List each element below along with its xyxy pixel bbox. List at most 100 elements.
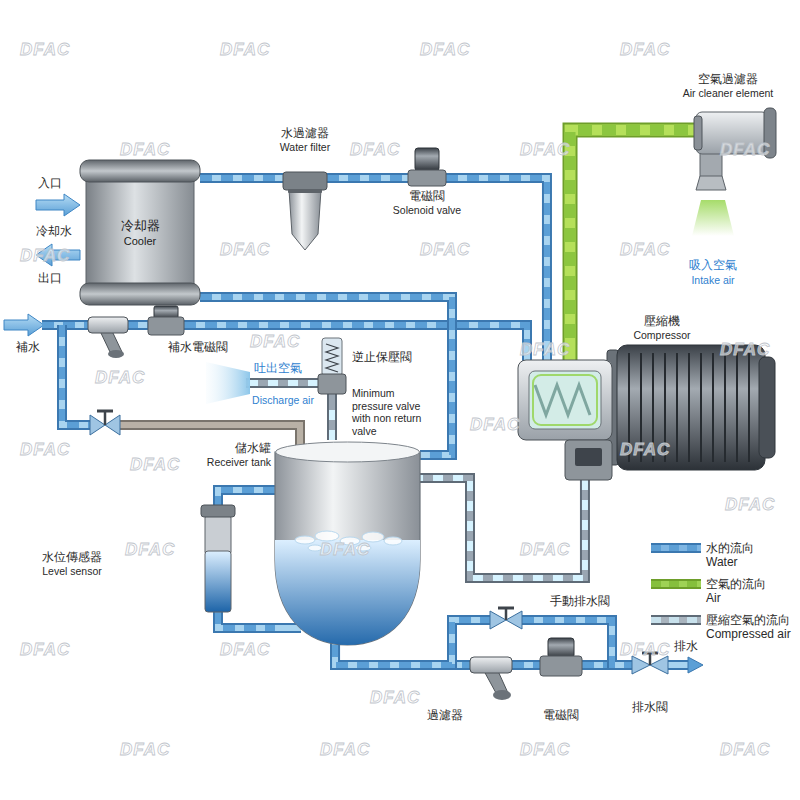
component-label: 空氣過濾器 xyxy=(683,72,773,87)
pipe-outer xyxy=(420,478,585,578)
component-drawing xyxy=(318,338,346,408)
watermark: DFAC xyxy=(130,455,180,475)
label-group: DFAC xyxy=(370,688,420,708)
legend-entry: 水的流向 Water xyxy=(650,541,762,569)
pipe-outer xyxy=(446,178,547,345)
watermark: DFAC xyxy=(370,688,420,708)
cooler-core xyxy=(86,170,194,295)
component-label: Solenoid valve xyxy=(393,204,461,217)
label-group: DFAC xyxy=(620,40,670,60)
solenoid-coil xyxy=(548,638,574,658)
component-label: 電磁閥 xyxy=(393,189,461,204)
pipe-connector xyxy=(184,325,527,345)
component-label: 冷却器 xyxy=(121,217,160,234)
label-group: Intake air xyxy=(691,274,734,287)
filter-band xyxy=(288,189,322,193)
level-sensor: 水位傳感器Level sensor xyxy=(198,505,238,612)
watermark: DFAC xyxy=(350,140,400,160)
legend-text: 水的流向 Water xyxy=(706,541,762,569)
pipe-outer xyxy=(184,325,527,345)
makeup-solenoid-valve: 補水電磁閥 xyxy=(148,306,184,338)
watermark: DFAC xyxy=(520,540,570,560)
flow-label: 吐出空氣 xyxy=(254,361,302,376)
outlet-flare xyxy=(696,176,726,190)
pipe-dash xyxy=(200,297,452,455)
watermark: DFAC xyxy=(320,540,370,560)
label-group: DFAC xyxy=(220,40,270,60)
drain-strainer: 過濾器 xyxy=(470,653,512,702)
flow-label: Discharge air xyxy=(252,394,314,407)
pipe-dash xyxy=(446,178,547,345)
component-label: 水過濾器 xyxy=(280,126,330,141)
label-group: 排水 xyxy=(674,639,698,654)
component-drawing xyxy=(490,605,522,636)
swatch-fill xyxy=(651,545,701,551)
label-group: 補水電磁閥 xyxy=(168,340,228,355)
water-filter: 水過濾器Water filter xyxy=(283,168,327,252)
outlet-port xyxy=(575,448,602,466)
label-group: 入口 xyxy=(38,176,62,191)
pipe-connector xyxy=(570,130,688,345)
pipe-inner xyxy=(420,478,585,578)
label-group: DFAC xyxy=(725,495,775,515)
swatch-outline xyxy=(651,579,701,589)
pipe-inner xyxy=(218,490,275,505)
pipe-connector xyxy=(512,665,540,666)
valve-body xyxy=(148,317,184,335)
valve-handle xyxy=(498,607,514,610)
watermark: DFAC xyxy=(420,240,470,260)
pipe-dash xyxy=(570,130,688,345)
label-group: DFAC xyxy=(20,246,70,266)
component-label: 手動排水閥 xyxy=(550,594,610,609)
filter-head xyxy=(283,172,327,190)
component-label: Water filter xyxy=(280,141,330,154)
pipe-outer xyxy=(218,490,275,505)
pipe-inner xyxy=(184,325,527,345)
pipe-inner xyxy=(62,325,92,425)
flow-label: 冷却水 xyxy=(36,224,72,239)
pipe-connector xyxy=(218,612,275,628)
component-label: 排水閥 xyxy=(632,700,668,715)
discharge-air-cone xyxy=(206,362,250,404)
pipe-dash xyxy=(246,380,318,386)
flow-label: 吸入空氣 xyxy=(689,258,737,273)
legend-text: 空氣的流向 Air xyxy=(706,577,772,605)
pipe-inner xyxy=(570,130,688,345)
rotor-window xyxy=(529,371,601,429)
pipe-inner xyxy=(446,178,547,345)
label-group: 過濾器 xyxy=(427,708,463,723)
label-group: DFAC xyxy=(620,240,670,260)
label-group: DFAC xyxy=(250,332,300,352)
watermark: DFAC xyxy=(620,240,670,260)
motor-fin xyxy=(700,353,702,462)
pipe-connector xyxy=(200,297,452,455)
label-group: 吐出空氣 xyxy=(254,361,302,376)
flow-label: 排水 xyxy=(674,639,698,654)
component-drawing xyxy=(540,638,582,682)
label-group: DFAC xyxy=(520,740,570,760)
airend xyxy=(518,360,612,440)
label-group: DFAC xyxy=(620,640,670,660)
motor-fin xyxy=(736,353,738,462)
filter-bowl xyxy=(289,190,321,250)
strainer-body xyxy=(88,317,128,333)
rotor xyxy=(535,385,590,415)
watermark: DFAC xyxy=(120,140,170,160)
watermark: DFAC xyxy=(720,140,770,160)
strainer-leg xyxy=(100,331,122,352)
label-group: DFAC xyxy=(95,368,145,388)
pipe-outer xyxy=(570,130,688,345)
pipe-inner xyxy=(666,662,690,668)
pipe-inner xyxy=(200,297,452,455)
pipe-outer xyxy=(327,408,337,440)
pipe-dash xyxy=(329,408,335,440)
watermark: DFAC xyxy=(720,740,770,760)
swatch-fill xyxy=(651,617,701,623)
swatch-outline xyxy=(651,543,701,553)
pipe-inner xyxy=(246,380,318,386)
pipe-inner xyxy=(218,612,275,628)
pipe-outer xyxy=(218,612,275,628)
manual-drain-valve: 手動排水閥 xyxy=(490,605,522,636)
component-drawing xyxy=(470,653,512,702)
watermark: DFAC xyxy=(725,495,775,515)
